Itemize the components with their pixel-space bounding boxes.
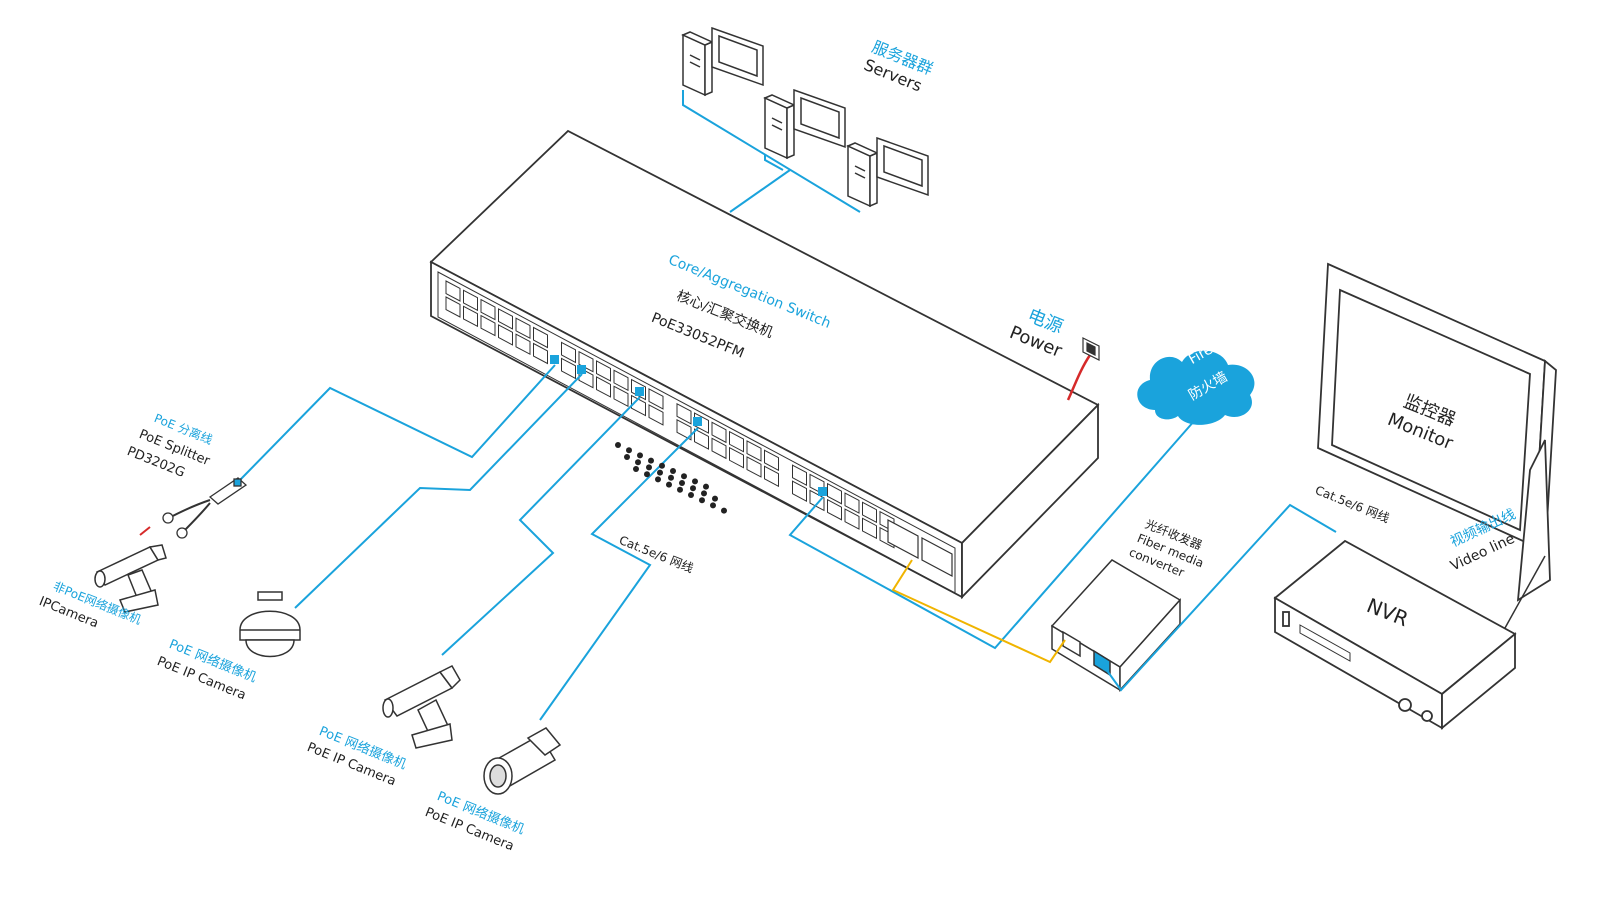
rj45-port	[515, 317, 531, 340]
dot	[699, 497, 705, 504]
active-port-icon	[550, 355, 559, 364]
fiber-cable	[891, 559, 1066, 664]
dot	[677, 486, 683, 493]
dot	[721, 507, 727, 514]
dot	[633, 466, 639, 472]
active-port-icon	[818, 487, 827, 496]
rj45-port	[561, 357, 576, 380]
rj45-port	[480, 298, 496, 321]
rj45-port	[844, 508, 860, 530]
rj45-port	[533, 342, 548, 365]
dot	[679, 480, 685, 486]
poe-splitter-icon	[139, 477, 248, 539]
rj45-port	[613, 369, 629, 392]
rj45-port	[648, 388, 664, 410]
server-icon	[846, 136, 929, 208]
rj45-port	[729, 446, 744, 469]
box-camera-icon	[382, 665, 461, 749]
ip-camera-icon	[94, 544, 167, 613]
rj45-port	[498, 324, 513, 346]
active-port-icon	[693, 417, 702, 426]
rj45-port	[862, 517, 877, 540]
active-port-icon	[577, 365, 586, 374]
rj45-port	[827, 498, 842, 521]
ellipsis-dots	[615, 442, 727, 514]
video-line-cable	[1504, 555, 1546, 629]
core-switch	[429, 129, 1100, 600]
fiber-media-converter-icon	[1050, 559, 1182, 692]
nvr-icon	[1273, 539, 1517, 730]
dot	[626, 447, 632, 454]
server-cables	[682, 90, 861, 213]
dot	[703, 483, 709, 490]
servers-group	[681, 26, 929, 208]
dot	[666, 481, 672, 488]
rj45-port	[631, 394, 646, 417]
rj45-port	[746, 456, 762, 478]
active-port-icon	[635, 387, 644, 396]
rj45-port	[676, 418, 692, 441]
dot	[710, 502, 716, 509]
rj45-port	[480, 314, 496, 337]
dot	[637, 452, 643, 459]
rj45-port	[613, 385, 629, 408]
rj45-port	[694, 428, 709, 450]
rj45-port	[463, 305, 478, 328]
rj45-port	[729, 430, 744, 453]
switch-port-grid	[445, 280, 895, 549]
rj45-port	[445, 296, 461, 318]
rj45-port	[561, 341, 576, 364]
dot	[692, 478, 698, 485]
dot	[644, 471, 650, 478]
dot	[648, 457, 654, 464]
rj45-port	[445, 280, 461, 302]
rj45-port	[792, 480, 807, 502]
rj45-port	[862, 501, 877, 524]
rj45-port	[515, 333, 531, 356]
rj45-port	[648, 404, 664, 426]
rj45-port	[746, 440, 762, 462]
dot	[701, 490, 707, 497]
rj45-port	[463, 289, 478, 312]
dot	[657, 469, 663, 476]
rj45-port	[498, 308, 513, 330]
power-socket-icon	[1082, 337, 1100, 361]
rj45-port	[844, 492, 860, 514]
dot	[688, 492, 694, 498]
rj45-port	[596, 360, 611, 382]
server-icon	[763, 88, 846, 160]
dot	[681, 473, 687, 480]
power-cable	[1066, 337, 1100, 401]
rj45-port	[596, 376, 611, 398]
dot	[646, 464, 652, 471]
server-icon	[681, 26, 764, 97]
sfp-ports	[887, 519, 953, 577]
rj45-port	[578, 350, 594, 373]
dot	[615, 442, 621, 448]
firewall-cloud-icon	[1137, 350, 1255, 425]
rj45-port	[792, 464, 807, 486]
monitor-icon	[1317, 262, 1557, 602]
dot	[659, 462, 665, 469]
network-cables	[239, 364, 1337, 721]
rj45-port	[676, 402, 692, 425]
dome-camera-icon	[239, 591, 301, 658]
rj45-port	[764, 465, 779, 488]
dot	[712, 495, 718, 502]
rj45-port	[711, 421, 727, 444]
dot	[635, 459, 641, 466]
dot	[670, 468, 676, 474]
bullet-camera-icon	[483, 727, 562, 795]
rj45-port	[533, 326, 548, 349]
dot	[655, 476, 661, 483]
rj45-port	[764, 449, 779, 472]
dot	[624, 454, 630, 460]
dot	[668, 474, 674, 481]
rj45-port	[711, 437, 727, 460]
rj45-port	[827, 482, 842, 505]
dot	[690, 485, 696, 492]
